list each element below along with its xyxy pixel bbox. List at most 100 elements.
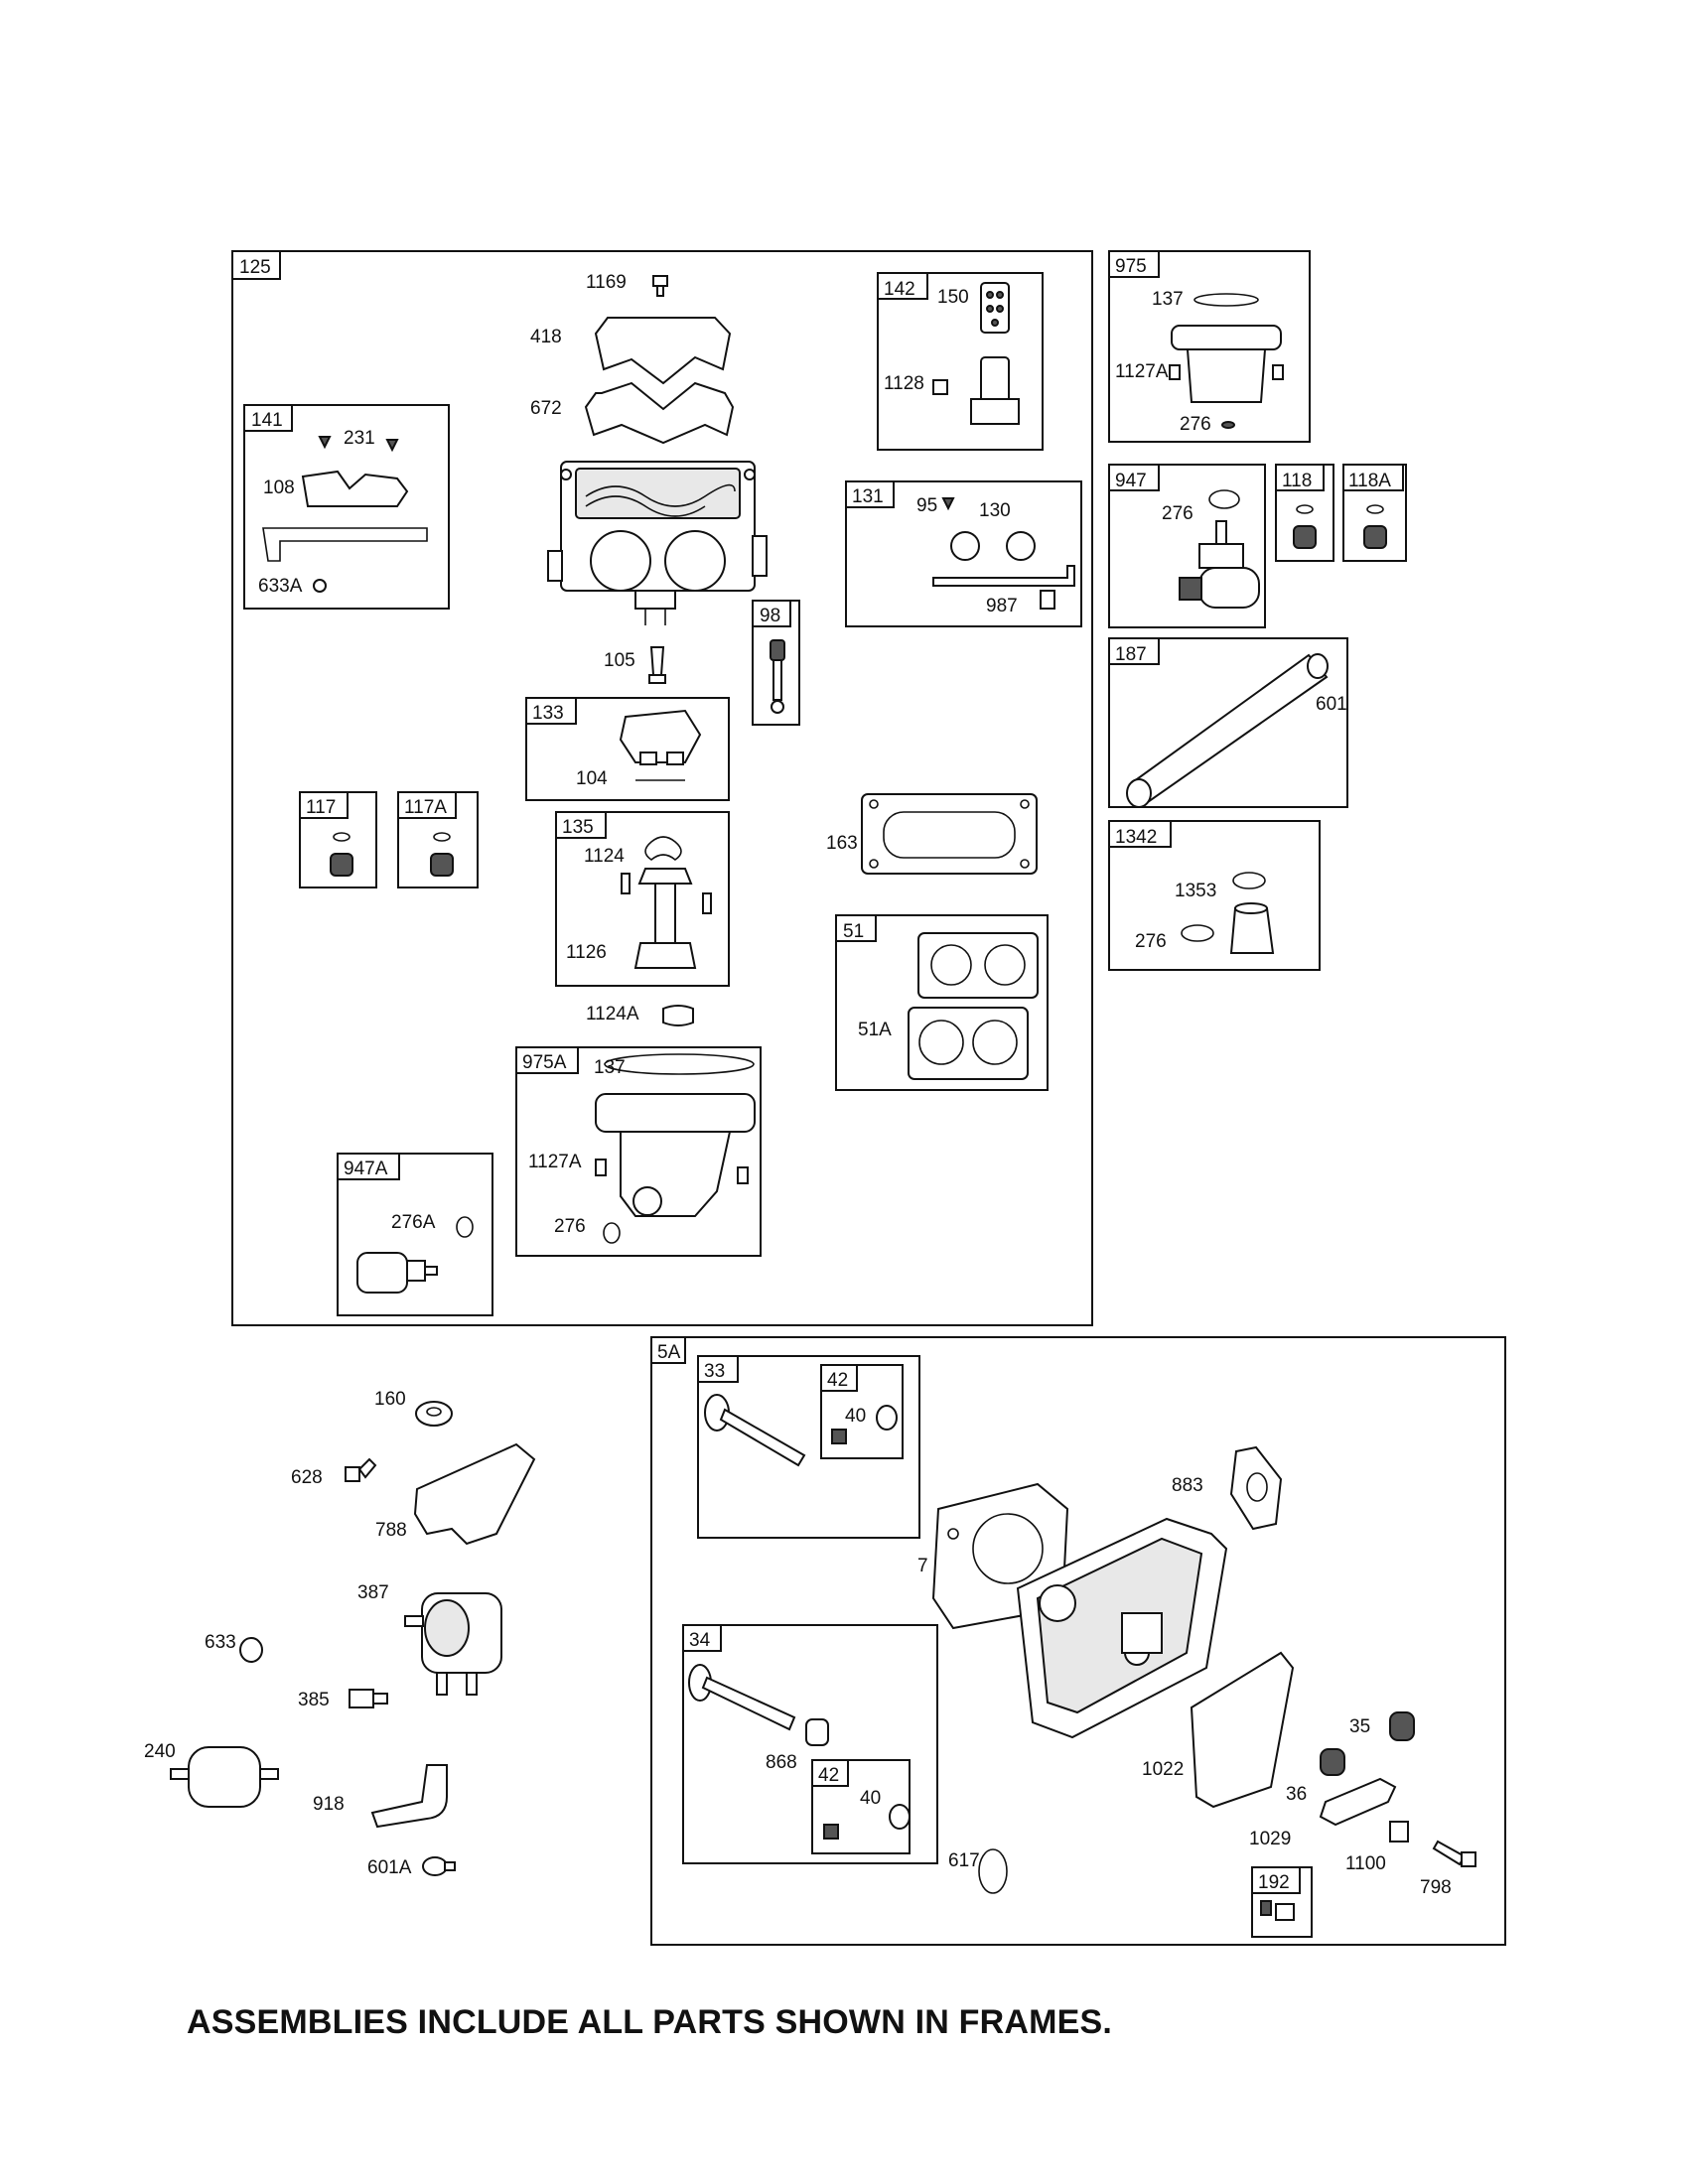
frame-33: 33 <box>697 1355 920 1539</box>
frame-1342: 1342 <box>1108 820 1321 971</box>
frame-label-187: 187 <box>1115 644 1147 665</box>
frame-131: 131 <box>845 480 1082 627</box>
frame-142: 142 <box>877 272 1044 451</box>
callout-130: 130 <box>979 500 1011 521</box>
callout-601: 601 <box>1316 694 1347 715</box>
frame-135: 135 <box>555 811 730 987</box>
frame-117: 117 <box>299 791 377 888</box>
callout-883: 883 <box>1172 1475 1203 1496</box>
callout-51A: 51A <box>858 1020 892 1040</box>
plate-418 <box>594 317 732 385</box>
washer-633 <box>239 1637 263 1663</box>
callout-1100: 1100 <box>1345 1853 1386 1874</box>
frame-label-975A: 975A <box>522 1052 567 1073</box>
ring-1124A <box>662 1005 694 1026</box>
gasket-883 <box>1229 1445 1283 1531</box>
o-ring-617 <box>978 1848 1008 1894</box>
clamp-601A <box>422 1856 456 1876</box>
callout-633A: 633A <box>258 576 303 597</box>
callout-868: 868 <box>766 1752 797 1773</box>
fuel-pump-387 <box>404 1592 502 1696</box>
frame-label-42b: 42 <box>818 1765 839 1786</box>
callout-163: 163 <box>826 833 858 854</box>
callout-918: 918 <box>313 1794 345 1815</box>
callout-36: 36 <box>1286 1784 1307 1805</box>
callout-276c: 276 <box>1162 503 1193 524</box>
frame-51: 51 <box>835 914 1049 1091</box>
callout-1353: 1353 <box>1175 881 1216 901</box>
callout-1126: 1126 <box>566 942 607 963</box>
gasket-1022 <box>1190 1651 1295 1809</box>
bolt-798 <box>1432 1840 1476 1867</box>
frame-118A: 118A <box>1342 464 1407 562</box>
frame-label-1342: 1342 <box>1115 827 1157 848</box>
frame-975A: 975A <box>515 1046 762 1257</box>
frame-117A: 117A <box>397 791 479 888</box>
frame-label-117A: 117A <box>404 797 447 818</box>
bracket-788 <box>413 1442 536 1546</box>
frame-label-51: 51 <box>843 921 864 942</box>
callout-633: 633 <box>205 1632 236 1653</box>
callout-788: 788 <box>375 1520 407 1541</box>
callout-387: 387 <box>357 1582 389 1603</box>
callout-601A: 601A <box>367 1857 412 1878</box>
frame-133: 133 <box>525 697 730 801</box>
frame-label-141: 141 <box>251 410 283 431</box>
frame-141: 141 <box>243 404 450 610</box>
callout-150: 150 <box>937 287 969 308</box>
frame-118: 118 <box>1275 464 1334 562</box>
frame-label-98: 98 <box>760 606 780 626</box>
frame-label-975: 975 <box>1115 256 1147 277</box>
callout-137b: 137 <box>594 1057 626 1078</box>
callout-276b: 276 <box>554 1216 586 1237</box>
frame-label-133: 133 <box>532 703 564 724</box>
callout-7: 7 <box>917 1556 928 1576</box>
frame-947: 947 <box>1108 464 1266 628</box>
callout-798: 798 <box>1420 1877 1452 1898</box>
screw-1169 <box>652 275 668 297</box>
callout-240: 240 <box>144 1741 176 1762</box>
callout-1029: 1029 <box>1249 1829 1291 1849</box>
frame-label-135: 135 <box>562 817 594 838</box>
frame-label-42a: 42 <box>827 1370 848 1391</box>
spring-36 <box>1320 1748 1345 1776</box>
needle-105 <box>648 646 666 684</box>
callout-276A: 276A <box>391 1212 436 1233</box>
cylinder-head <box>1016 1517 1228 1739</box>
callout-617: 617 <box>948 1850 980 1871</box>
callout-40a: 40 <box>845 1406 866 1427</box>
frame-947A: 947A <box>337 1153 493 1316</box>
callout-1127Ab: 1127A <box>528 1152 582 1172</box>
callout-160: 160 <box>374 1389 406 1410</box>
frame-label-33: 33 <box>704 1361 725 1382</box>
bolt-385 <box>349 1689 388 1708</box>
nut-160 <box>415 1401 453 1427</box>
frame-187: 187 <box>1108 637 1348 808</box>
frame-975: 975 <box>1108 250 1311 443</box>
callout-1127Aa: 1127A <box>1115 361 1169 382</box>
carburetor-body <box>547 461 768 625</box>
frame-42-top: 42 <box>820 1364 904 1459</box>
frame-label-947: 947 <box>1115 471 1147 491</box>
gasket-163 <box>861 793 1038 875</box>
callout-35: 35 <box>1349 1716 1370 1737</box>
callout-628: 628 <box>291 1467 323 1488</box>
callout-1022: 1022 <box>1142 1759 1184 1780</box>
callout-987: 987 <box>986 596 1018 616</box>
frame-label-34: 34 <box>689 1630 711 1651</box>
frame-label-118: 118 <box>1282 471 1312 491</box>
callout-385: 385 <box>298 1690 330 1710</box>
frame-label-131: 131 <box>852 486 884 507</box>
frame-label-117: 117 <box>306 797 336 818</box>
frame-label-118A: 118A <box>1348 471 1391 491</box>
callout-40b: 40 <box>860 1788 881 1809</box>
frame-label-947A: 947A <box>344 1159 388 1179</box>
fuel-line-918 <box>370 1764 448 1829</box>
frame-192: 192 <box>1251 1866 1313 1938</box>
part-1100 <box>1389 1821 1409 1843</box>
rocker-arm-1029 <box>1319 1777 1397 1827</box>
callout-231: 231 <box>344 428 375 449</box>
callout-1124: 1124 <box>584 846 625 867</box>
frame-98: 98 <box>752 600 800 726</box>
